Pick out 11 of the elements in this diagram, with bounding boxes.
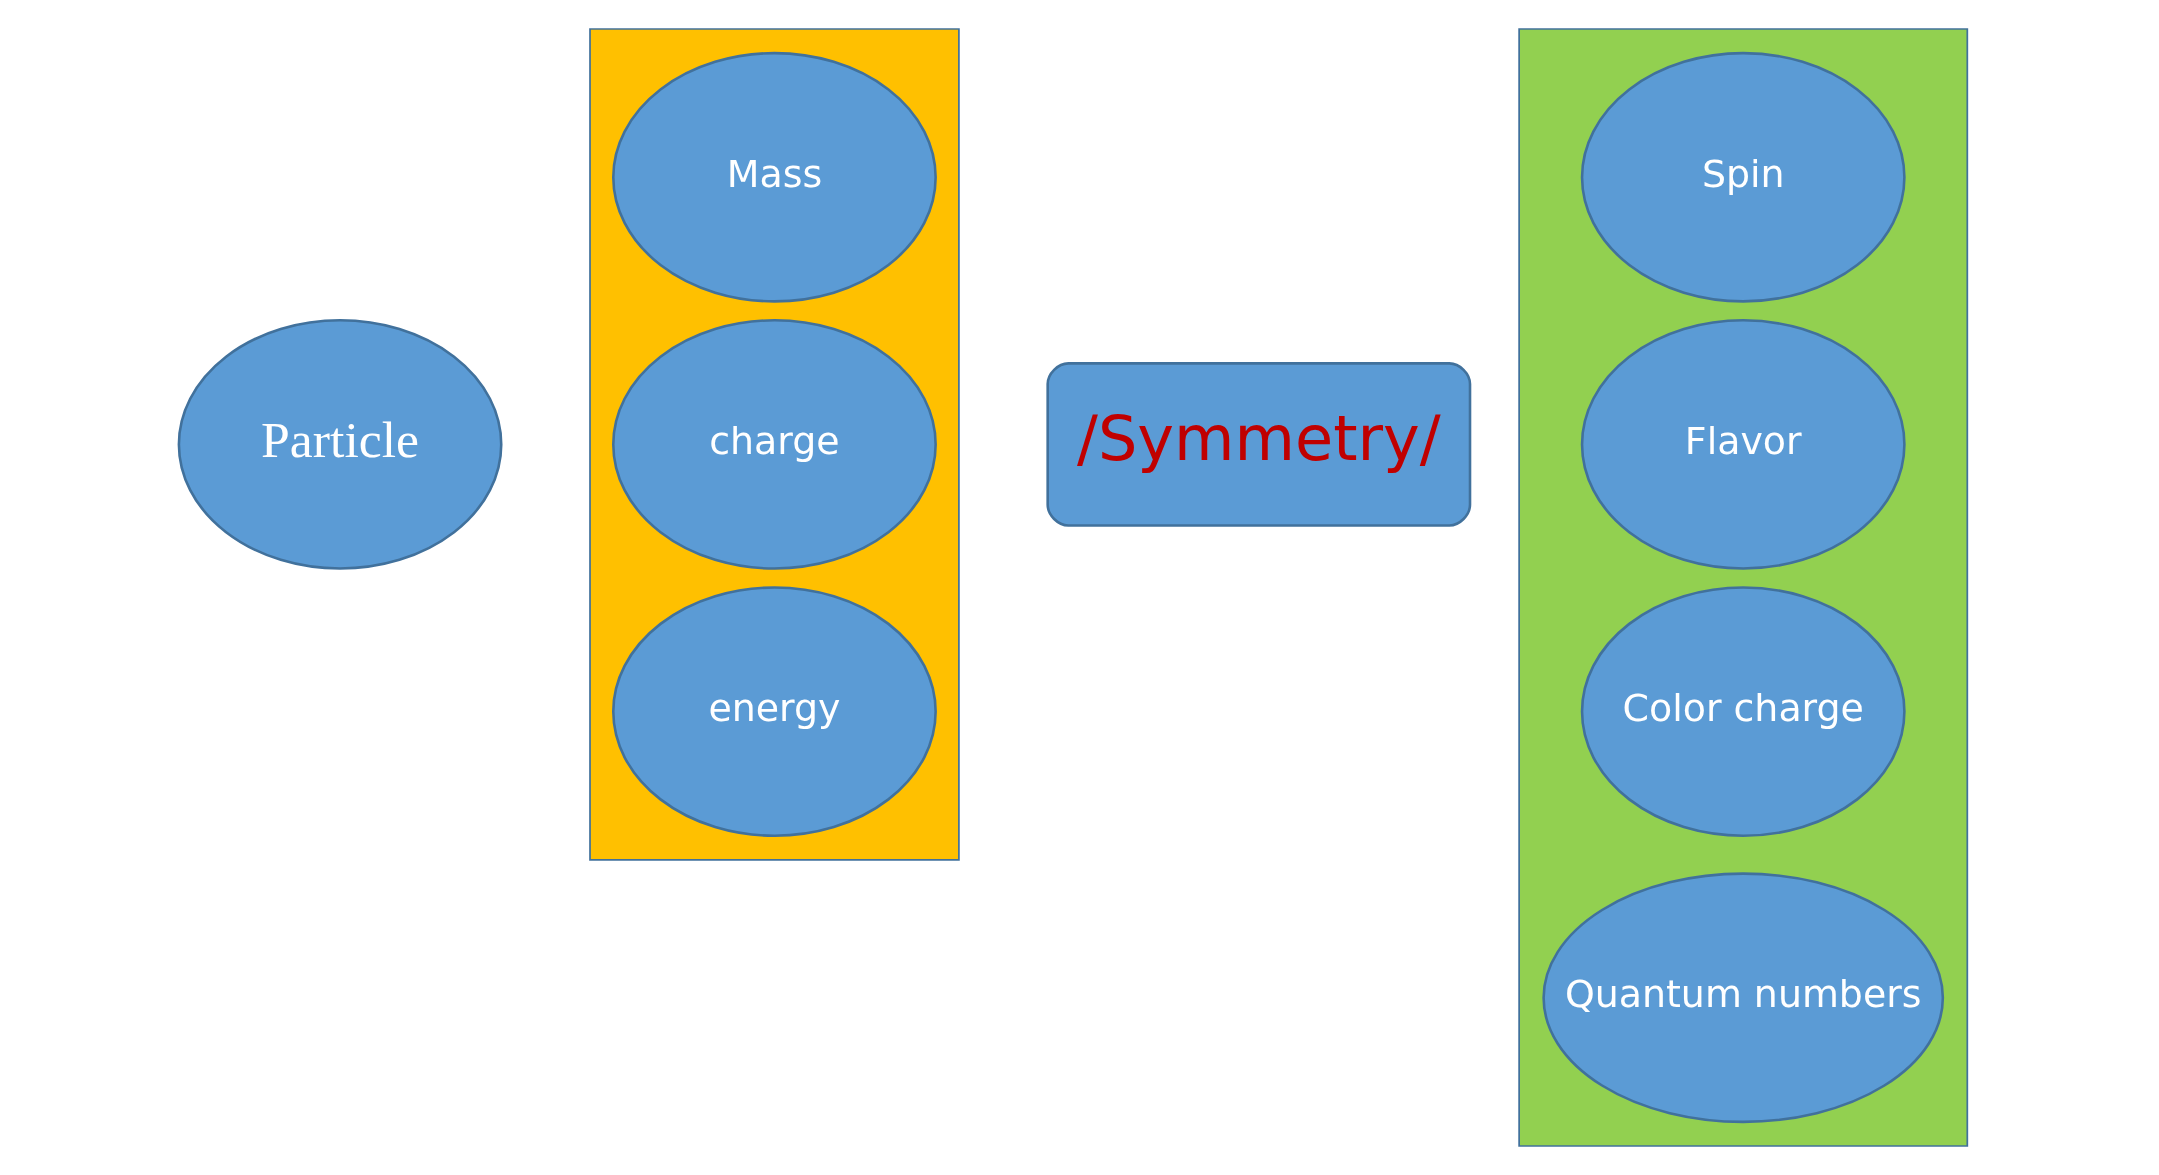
node-ellipse: Quantum numbers	[1541, 872, 1944, 1124]
node-ellipse: energy	[611, 586, 937, 837]
node-box: /Symmetry/	[1045, 362, 1471, 527]
node-ellipse: charge	[611, 319, 937, 570]
node-ellipse: Particle	[177, 319, 503, 570]
node-ellipse: Color charge	[1580, 586, 1906, 837]
node-ellipse: Spin	[1580, 51, 1906, 303]
cluster	[1517, 28, 1968, 1147]
node-ellipse: Mass	[611, 51, 937, 303]
node-ellipse: Flavor	[1580, 319, 1906, 570]
cluster	[588, 28, 960, 861]
